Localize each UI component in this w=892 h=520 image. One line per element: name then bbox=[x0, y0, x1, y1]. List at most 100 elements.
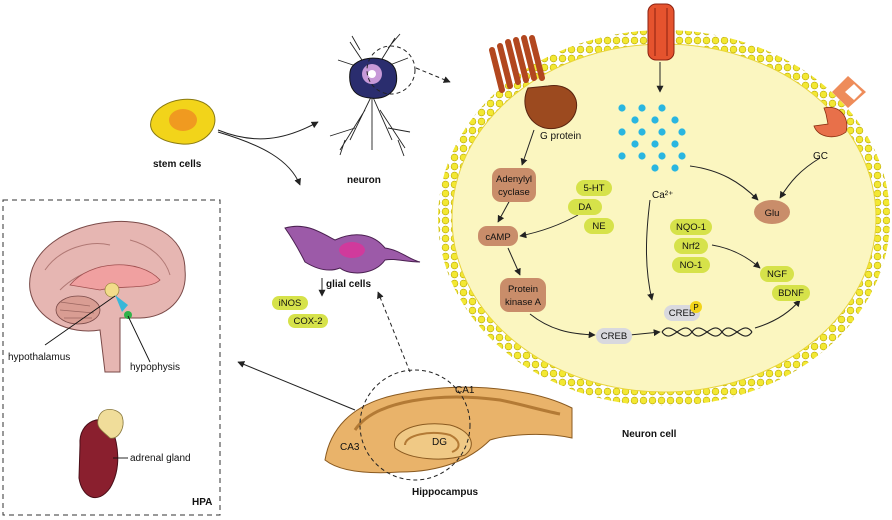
hippocampus-illustration bbox=[324, 386, 573, 474]
calcium-ion bbox=[678, 128, 686, 136]
inos-text: iNOS bbox=[279, 298, 302, 309]
calcium-ion bbox=[618, 152, 626, 160]
gpcr-receptor bbox=[489, 35, 578, 130]
hypophysis-label: hypophysis bbox=[130, 362, 180, 373]
calcium-ion-cluster bbox=[618, 104, 686, 172]
calcium-ion bbox=[658, 104, 666, 112]
calcium-ion bbox=[618, 104, 626, 112]
arrow-gprotein-to-ac bbox=[520, 129, 535, 166]
arrow-hippocampus-to-glial bbox=[377, 291, 411, 373]
calcium-ion bbox=[651, 116, 659, 124]
glial-cells-label: glial cells bbox=[326, 279, 371, 290]
glial-cell-illustration bbox=[284, 225, 421, 274]
ca-label: Ca²⁺ bbox=[652, 190, 673, 201]
arrow-stem-to-glial bbox=[217, 131, 301, 186]
nrf2-text: Nrf2 bbox=[682, 241, 700, 252]
cox2-pill bbox=[288, 314, 328, 328]
ngf-text: NGF bbox=[767, 269, 787, 280]
adenylyl-cyclase-box bbox=[492, 168, 536, 202]
arrow-pka-to-creb bbox=[529, 313, 596, 339]
hippocampus-label: Hippocampus bbox=[412, 487, 479, 498]
no1-pill bbox=[672, 257, 710, 273]
arrow-nrf2-to-ngf bbox=[711, 244, 761, 269]
no1-text: NO-1 bbox=[680, 260, 703, 271]
ne-text: NE bbox=[592, 221, 605, 232]
bdnf-pill bbox=[772, 285, 810, 301]
gc-receptor bbox=[813, 76, 866, 138]
arrow-ac-to-camp bbox=[497, 199, 511, 223]
hypothalamus-label: hypothalamus bbox=[8, 352, 70, 363]
gc-label: GC bbox=[813, 151, 828, 162]
pka-text-2: kinase A bbox=[505, 297, 542, 308]
adrenal-gland-label: adrenal gland bbox=[130, 453, 191, 464]
5ht-text: 5-HT bbox=[583, 183, 604, 194]
arrow-monoamines-to-camp bbox=[519, 214, 579, 239]
adenylyl-text-1: Adenylyl bbox=[496, 174, 532, 185]
nrf2-pill bbox=[674, 238, 708, 254]
glu-text: Glu bbox=[765, 208, 780, 219]
arrow-hippocampus-to-hpa bbox=[237, 361, 356, 411]
arrow-ca-to-dna bbox=[645, 199, 654, 301]
g-protein-label: G protein bbox=[540, 131, 581, 142]
dna-helix bbox=[661, 327, 753, 337]
calcium-ion bbox=[671, 140, 679, 148]
neuron-zoom-circle bbox=[366, 45, 416, 95]
da-text: DA bbox=[578, 202, 592, 213]
neuron-cell-label: Neuron cell bbox=[622, 429, 677, 440]
calcium-ion bbox=[651, 164, 659, 172]
neuron-illustration bbox=[329, 33, 411, 157]
calcium-ion bbox=[618, 128, 626, 136]
adrenal-gland-illustration bbox=[78, 408, 124, 499]
dg-label: DG bbox=[432, 437, 447, 448]
hypothalamus-pointer bbox=[44, 295, 116, 346]
ca1-label: CA1 bbox=[455, 385, 475, 396]
arrow-dna-to-bdnf bbox=[754, 299, 801, 329]
calcium-ion bbox=[658, 128, 666, 136]
creb-pill bbox=[596, 328, 632, 344]
hpa-box bbox=[2, 199, 221, 516]
creb-text: CREB bbox=[601, 331, 627, 342]
bdnf-text: BDNF bbox=[778, 288, 804, 299]
phosphate-badge bbox=[690, 301, 702, 313]
calcium-ion bbox=[671, 116, 679, 124]
hippocampus-zoom-circle bbox=[359, 369, 471, 481]
pka-text-1: Protein bbox=[508, 284, 538, 295]
calcium-ion bbox=[671, 164, 679, 172]
neuron-cell bbox=[438, 30, 890, 406]
neuron-label: neuron bbox=[347, 175, 381, 186]
da-pill bbox=[568, 199, 602, 215]
ne-pill bbox=[584, 218, 614, 234]
brain-illustration bbox=[29, 220, 186, 373]
calcium-ion bbox=[638, 104, 646, 112]
camp-box bbox=[478, 226, 518, 246]
hpa-label: HPA bbox=[192, 497, 212, 508]
calcium-ion bbox=[638, 152, 646, 160]
nqo1-text: NQO-1 bbox=[676, 222, 706, 233]
nqo1-pill bbox=[670, 219, 712, 235]
arrow-stem-to-neuron bbox=[217, 121, 319, 140]
glu-box bbox=[754, 200, 790, 224]
adenylyl-text-2: cyclase bbox=[498, 187, 530, 198]
stem-cell-illustration bbox=[150, 98, 216, 145]
arrow-camp-to-pka bbox=[507, 247, 521, 276]
hypophysis-pointer bbox=[127, 315, 151, 363]
ca3-label: CA3 bbox=[340, 442, 360, 453]
arrow-neuron-to-cell bbox=[415, 67, 451, 83]
camp-text: cAMP bbox=[485, 232, 510, 243]
ion-channel bbox=[647, 3, 675, 61]
arrow-ca-to-glu bbox=[689, 165, 759, 201]
calcium-ion bbox=[631, 116, 639, 124]
inos-pill bbox=[272, 296, 308, 310]
pka-box bbox=[500, 278, 546, 312]
calcium-ion bbox=[678, 152, 686, 160]
arrow-creb-to-dna bbox=[629, 329, 661, 337]
calcium-ion bbox=[638, 128, 646, 136]
creb-p-text: CREB bbox=[669, 308, 695, 319]
phosphate-text: P bbox=[693, 303, 698, 312]
arrow-gc-to-glu bbox=[779, 157, 821, 199]
ngf-pill bbox=[760, 266, 794, 282]
5ht-pill bbox=[576, 180, 612, 196]
stem-cells-label: stem cells bbox=[153, 159, 202, 170]
calcium-ion bbox=[658, 152, 666, 160]
